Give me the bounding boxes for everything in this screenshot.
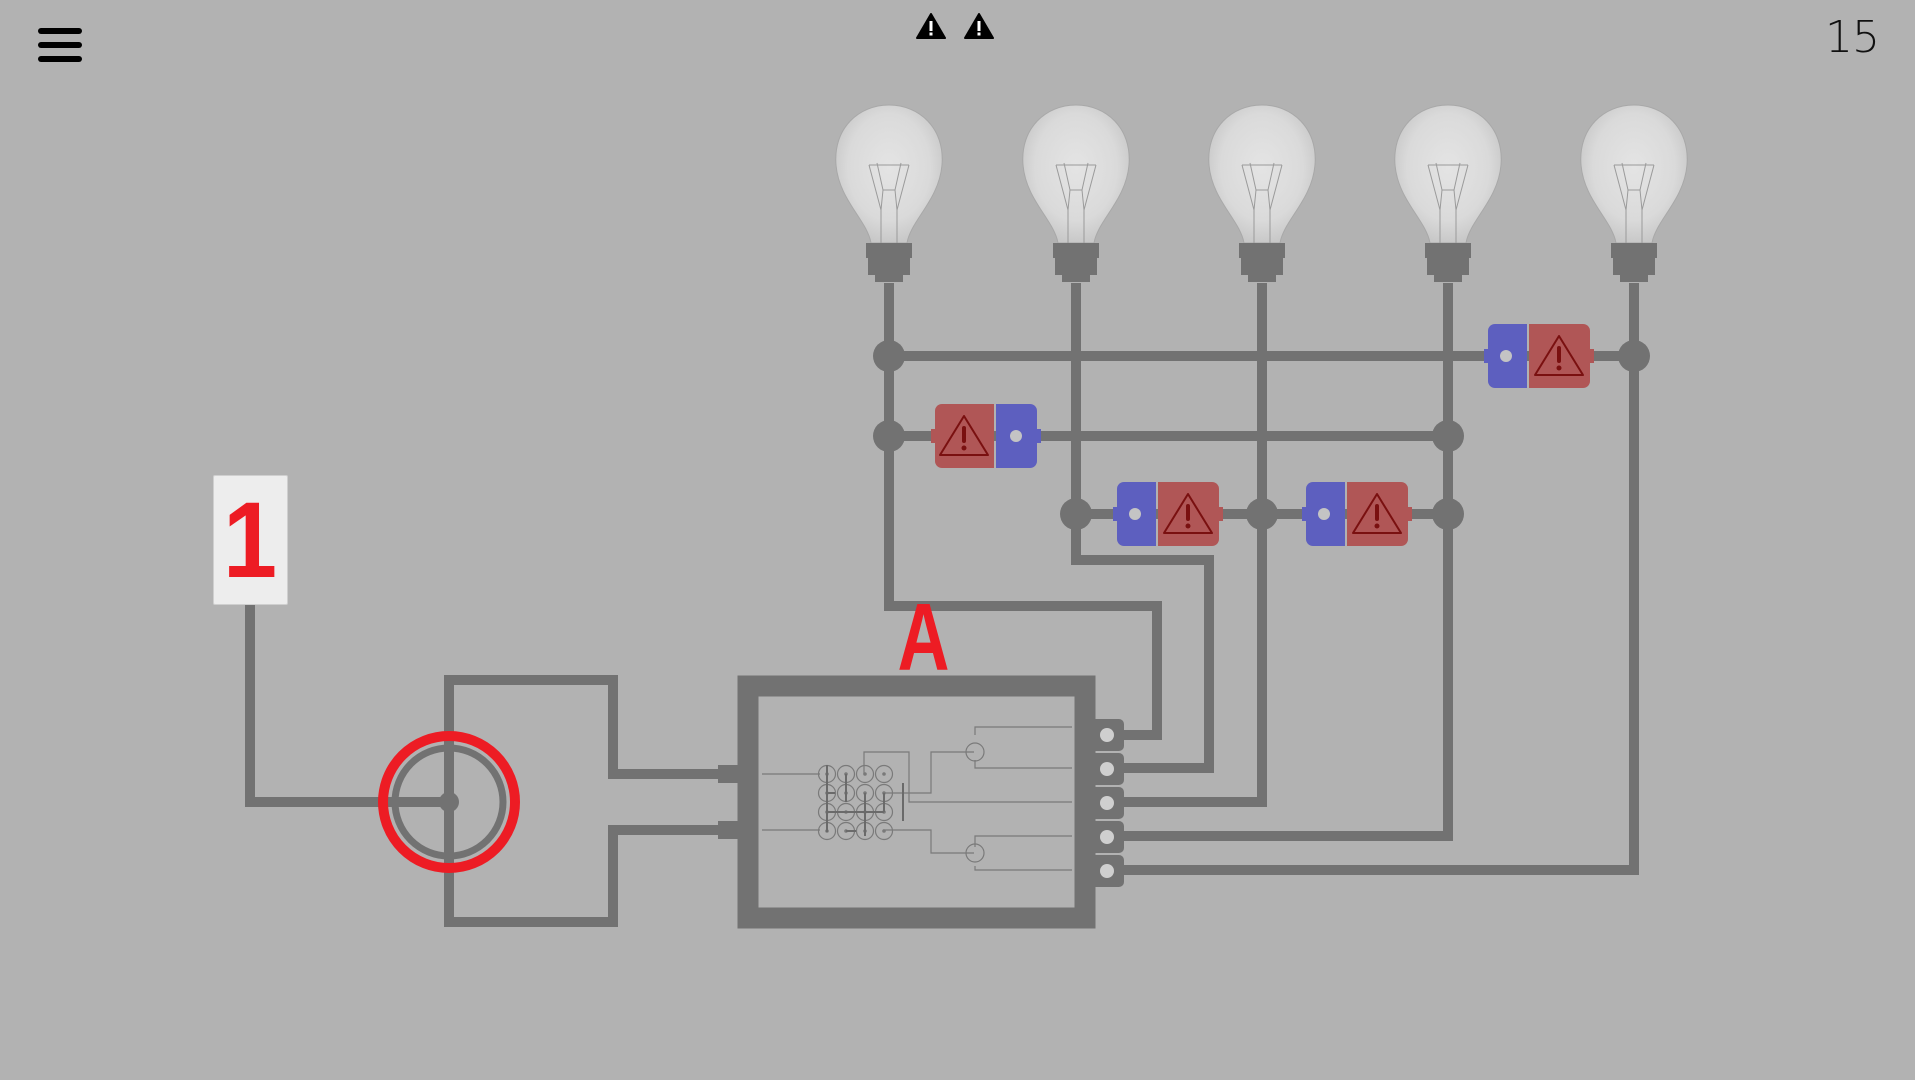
bulb-filament [868,162,910,243]
logic-box-label: A [897,584,950,691]
diode-component[interactable] [931,404,1041,468]
polarity-dot [1500,350,1512,362]
bulb-base [1239,243,1285,282]
bulb-base [1053,243,1099,282]
polarity-dot [1318,508,1330,520]
terminal [1100,728,1114,742]
wire [1110,283,1453,841]
bulb-glass [835,104,943,244]
terminal [1100,796,1114,810]
diode-component[interactable] [1302,482,1412,546]
logic-cell [874,764,894,784]
junction [1060,498,1092,530]
junction [873,340,905,372]
light-bulb [835,104,943,282]
wire [1110,283,1639,875]
junction [873,420,905,452]
menu-bar [38,42,82,48]
wire [1071,283,1214,773]
switch-pivot [439,792,459,812]
warning-triangle-icon [1163,493,1213,534]
bulb-filament [1613,162,1655,243]
diode-component[interactable] [1484,324,1594,388]
bulb-filament [1241,162,1283,243]
warning-triangle-icon [916,13,946,39]
components [931,324,1594,546]
menu-button[interactable] [36,26,84,64]
switch[interactable] [378,731,520,873]
bulb-filament [1055,162,1097,243]
warning-triangle-icon [939,415,989,456]
bulbs [835,104,1688,282]
switch-body[interactable] [391,744,507,860]
bulb-glass [1580,104,1688,244]
bulb-glass [1208,104,1316,244]
menu-bar [38,28,82,34]
logic-box [718,675,1124,929]
light-bulb [1208,104,1316,282]
warning-triangle-icon [964,13,994,39]
terminal [1100,864,1114,878]
level-number: 15 [1825,12,1880,63]
logic-cell [874,821,894,841]
internal-circuit [762,726,1072,871]
junction [1618,340,1650,372]
bulb-filament [1427,162,1469,243]
terminal [1100,830,1114,844]
wire [444,675,730,807]
junction [1432,420,1464,452]
junction [1432,498,1464,530]
warning-triangle-icon [1534,335,1584,376]
diode-component[interactable] [1113,482,1223,546]
polarity-dot [1010,430,1022,442]
switch-highlight-ring [378,731,520,873]
bulb-glass [1394,104,1502,244]
input-card[interactable]: 1 [213,475,288,605]
input-card-value: 1 [223,479,278,600]
light-bulb [1022,104,1130,282]
terminal [1100,762,1114,776]
wire [1110,283,1267,807]
polarity-dot [1129,508,1141,520]
menu-bar [38,56,82,62]
wire [444,797,730,927]
logic-cell [855,764,875,784]
bulb-base [1611,243,1657,282]
bulb-glass [1022,104,1130,244]
warning-triangle-icon [1352,493,1402,534]
junctions [873,340,1650,530]
bulb-base [1425,243,1471,282]
bulb-base [866,243,912,282]
light-bulb [1580,104,1688,282]
light-bulb [1394,104,1502,282]
junction [1246,498,1278,530]
output-terminals [1090,719,1124,887]
wire [884,283,1162,740]
wire [245,600,454,807]
